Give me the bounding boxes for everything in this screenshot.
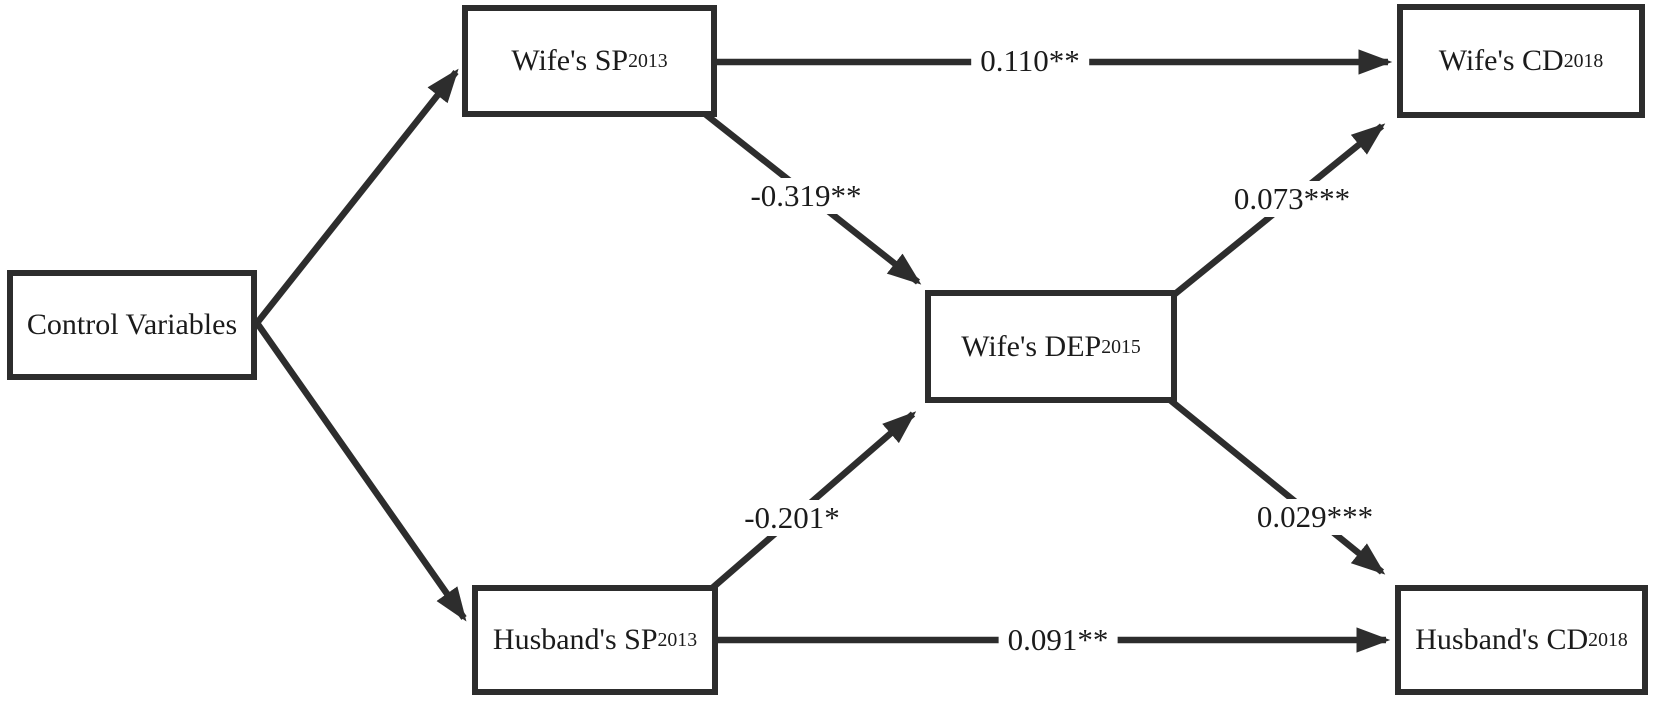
node-control-variables-label: Control Variables: [26, 308, 238, 341]
node-wife-cd-label: Wife's CD: [1438, 44, 1564, 77]
node-husband-sp-label: Husband's SP: [492, 623, 658, 656]
node-wife-dep-label: Wife's DEP: [961, 329, 1102, 363]
node-wife-sp-label: Wife's SP: [511, 44, 629, 77]
edge-coefficient-wife-sp-to-wife-dep: -0.319**: [741, 178, 871, 214]
edge-coefficient-wife-dep-to-wife-cd: 0.073***: [1224, 181, 1360, 217]
edge-control-to-wife-sp: [254, 68, 459, 326]
node-husband-cd-label: Husband's CD: [1415, 623, 1589, 656]
node-control-variables: Control Variables: [7, 270, 257, 380]
edge-control-to-husband-sp: [254, 321, 467, 622]
edge-coefficient-husband-sp-to-wife-dep: -0.201*: [735, 500, 849, 536]
edge-coefficient-wife-dep-to-husband-cd: 0.029***: [1247, 499, 1383, 535]
edge-coefficient-wife-sp-to-wife-cd: 0.110**: [971, 43, 1089, 79]
edge-wife-dep-to-husband-cd: [1167, 397, 1386, 575]
edge-coefficient-husband-sp-to-husband-cd: 0.091**: [998, 622, 1118, 658]
